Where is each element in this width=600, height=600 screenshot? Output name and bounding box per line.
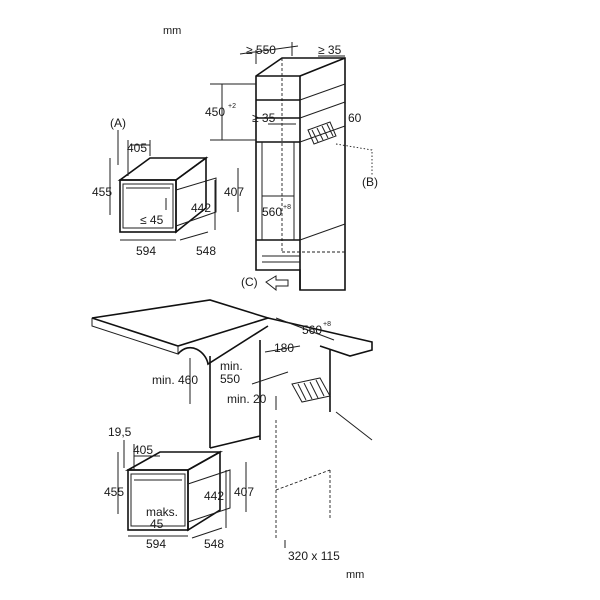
vent-line: [315, 379, 325, 397]
air-inlet-arrow: [265, 275, 289, 292]
bottom-counter-drawing: [91, 299, 373, 540]
counter-edge-left: [91, 318, 179, 355]
niche-wall: [209, 435, 261, 449]
cabinet-niche-height: 450: [205, 105, 225, 119]
top-oven-drawing: [117, 156, 217, 234]
cabinet-shelf: [299, 83, 346, 101]
bottom-oven-width: 594: [146, 537, 166, 551]
vent-line: [297, 383, 307, 401]
callout-a: (A): [110, 116, 126, 130]
bottom-oven-height-front: 442: [204, 489, 224, 503]
cabinet-shelf: [299, 101, 346, 119]
top-oven-panel: [175, 177, 217, 227]
top-oven-height-outer: 455: [92, 185, 112, 199]
top-oven-depth: 548: [196, 244, 216, 258]
bottom-vent-hatch: [291, 377, 331, 403]
dim-line: [191, 527, 223, 539]
bottom-oven-depth-top: 405: [133, 443, 153, 457]
counter-width-tol: +8: [323, 321, 331, 328]
counter-cut-curve: [177, 325, 269, 366]
vent-line: [326, 123, 334, 137]
niche-hidden: [275, 469, 331, 491]
cabinet-edge: [299, 57, 346, 77]
callout-b: (B): [362, 175, 378, 189]
bottom-oven-door: [130, 473, 186, 527]
bottom-oven-gap-2: 45: [150, 517, 164, 531]
counter-top-left: [91, 299, 271, 347]
counter-min-depth-1: min.: [220, 359, 243, 373]
bottom-oven-height-outer: 455: [104, 485, 124, 499]
top-oven-height-front: 442: [191, 201, 211, 215]
top-cabinet-drawing: [255, 57, 346, 291]
counter-min-gap: min. 20: [227, 392, 267, 406]
cabinet-niche-height-tol: +2: [228, 103, 236, 110]
top-oven-top: [117, 157, 209, 181]
cabinet-niche-width-tol: +8: [283, 204, 291, 211]
vent-hatch: [307, 121, 337, 145]
vent-line: [309, 381, 319, 399]
dim-line: [239, 45, 299, 55]
cabinet-outline: [255, 57, 346, 291]
vent-line: [303, 382, 313, 400]
cabinet-vent: 60: [348, 111, 362, 125]
counter-depth: 180: [274, 341, 294, 355]
bottom-oven-height-right: 407: [234, 485, 254, 499]
callout-c: (C): [241, 275, 258, 289]
bottom-oven-gap-1: maks.: [146, 505, 178, 519]
bottom-oven-panel: [187, 469, 231, 523]
vent-line: [316, 127, 324, 141]
cabinet-shelf: [299, 125, 346, 143]
dim-line: [264, 345, 301, 353]
cabinet-side-gap: ≥ 35: [318, 43, 342, 57]
bottom-oven-offset: 19,5: [108, 425, 132, 439]
counter-min-height: min. 460: [152, 373, 198, 387]
counter-min-depth-2: 550: [220, 372, 240, 386]
cabinet-depth-min: ≥ 550: [246, 43, 276, 57]
top-oven-width: 594: [136, 244, 156, 258]
callout-b-leader: [335, 143, 373, 176]
dim-line: [275, 317, 335, 341]
counter-cutout: 320 x 115: [288, 549, 340, 563]
counter-width: 560: [302, 323, 322, 337]
niche-wall: [335, 411, 373, 441]
vent-line: [321, 125, 329, 139]
top-oven-door: [122, 183, 174, 229]
cabinet-shelf: [299, 223, 346, 241]
bottom-oven-drawing: [124, 450, 231, 532]
dim-line: [251, 371, 289, 385]
cabinet-niche-width: 560: [262, 205, 282, 219]
bottom-oven-depth: 548: [204, 537, 224, 551]
dim-line: [179, 231, 209, 241]
vent-line: [311, 129, 319, 143]
counter-top-right: [267, 317, 373, 357]
cabinet-shelf-gap: ≥ 35: [252, 111, 276, 125]
top-unit-label: mm: [163, 25, 181, 37]
top-oven-gap: ≤ 45: [140, 213, 164, 227]
bottom-unit-label: mm: [346, 569, 364, 581]
top-oven-height-right: 407: [224, 185, 244, 199]
top-oven-depth-top: 405: [127, 141, 147, 155]
